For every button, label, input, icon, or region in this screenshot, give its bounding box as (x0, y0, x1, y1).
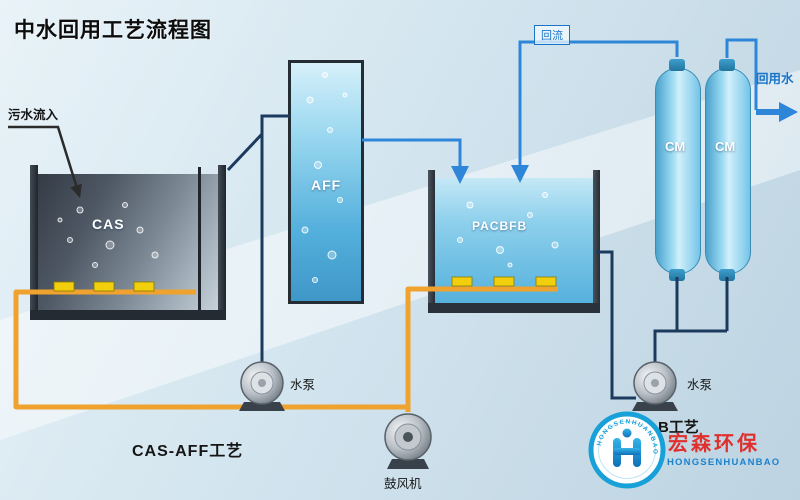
inflow-label: 污水流入 (8, 108, 59, 122)
cas-wall-left (30, 165, 38, 320)
cm-right-bottom-nozzle (719, 269, 735, 281)
cas-water (38, 174, 218, 310)
company-name-cn: 宏森环保 (668, 433, 760, 455)
water-pump-right (632, 361, 678, 411)
reuse-water-label: 回用水 (756, 72, 794, 86)
blower-label: 鼓风机 (384, 477, 422, 491)
aff-column (288, 60, 364, 304)
pump-right-label: 水泵 (687, 378, 713, 392)
pacbfb-water (435, 178, 593, 303)
process-right-label: B工艺 (658, 419, 699, 436)
cas-outlet-pipe (226, 132, 264, 172)
pacbfb-wall-right (593, 170, 600, 313)
blower (384, 413, 432, 469)
hongsen-logo: HONGSENHUANBAO (588, 411, 666, 489)
diagram-title: 中水回用工艺流程图 (14, 19, 212, 42)
logo-h-mark (613, 428, 641, 467)
pump-to-cm-pipe (653, 329, 727, 363)
aff-unit-label: AFF (311, 177, 342, 193)
cm-column-left (655, 68, 701, 274)
pacbfb-tank (428, 170, 600, 313)
water-pump-left (239, 361, 285, 411)
pump-left-label: 水泵 (290, 378, 316, 392)
cm-left-label: CM (665, 139, 686, 154)
reflux-label: 回流 (534, 25, 570, 45)
cas-unit-label: CAS (92, 216, 125, 232)
pacbfb-wall-left (428, 170, 435, 313)
aff-to-pacbfb-pipe (362, 138, 462, 168)
process-left-label: CAS-AFF工艺 (132, 443, 244, 460)
cas-tank (30, 165, 226, 320)
pacbfb-to-pump-pipe (596, 250, 636, 400)
pacbfb-unit-label: PACBFB (472, 219, 528, 233)
pacbfb-floor (428, 303, 600, 313)
company-name-en: HONGSENHUANBAO (667, 457, 781, 468)
cm-right-label: CM (715, 139, 736, 154)
cas-baffle (198, 167, 201, 310)
cm-left-top-nozzle (669, 59, 685, 71)
cm-left-bottom-nozzle (669, 269, 685, 281)
cas-wall-right (218, 165, 226, 320)
cm-column-right (705, 68, 751, 274)
cas-floor (30, 310, 226, 320)
svg-text:HONGSENHUANBAO: HONGSENHUANBAO (596, 418, 659, 455)
logo-ring-text: HONGSENHUANBAO (596, 418, 657, 455)
cm-right-top-nozzle (719, 59, 735, 71)
